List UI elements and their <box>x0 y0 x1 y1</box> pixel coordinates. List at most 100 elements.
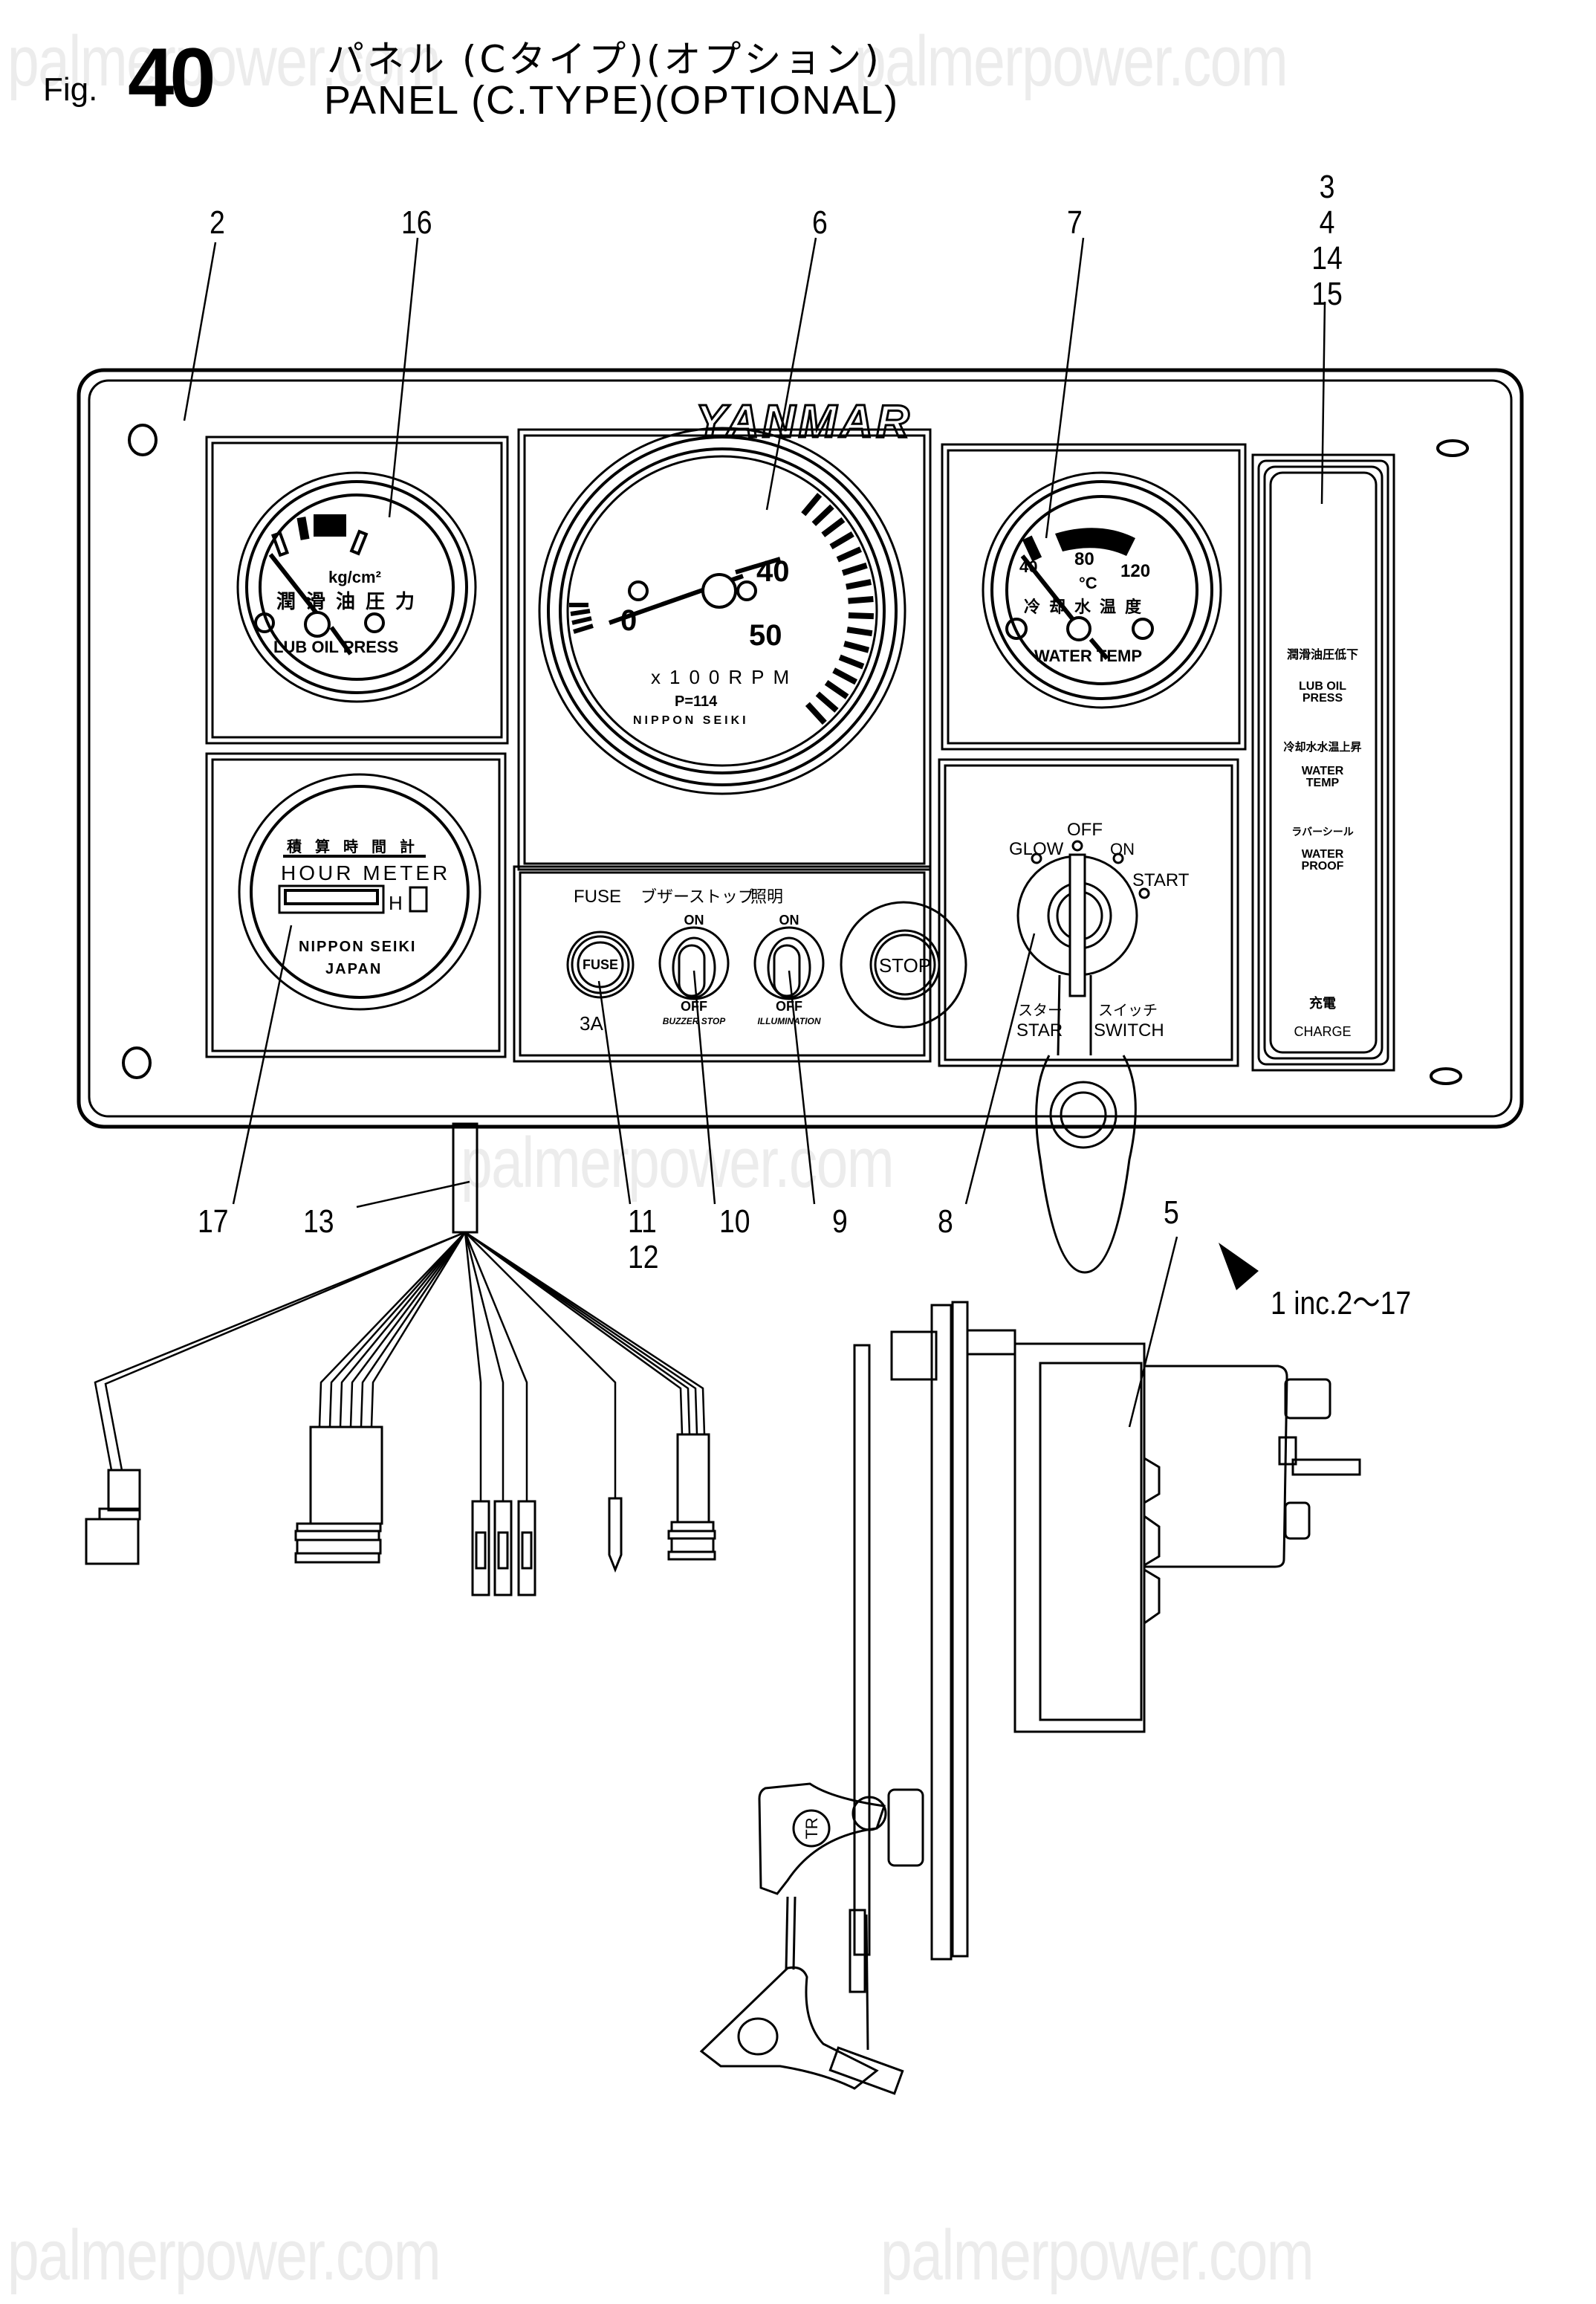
mount-hole <box>122 1046 152 1079</box>
fuse-title: FUSE <box>574 887 621 907</box>
tach-tick-mark <box>801 493 823 517</box>
tach-tick-mark <box>811 504 834 526</box>
wiring-harness <box>85 1122 716 1596</box>
connector-multipin <box>294 1426 383 1564</box>
lamp-lub-en-2: PRESS <box>1303 692 1343 705</box>
temp-label-en: WATER TEMP <box>1034 647 1142 665</box>
harness-wire <box>339 1232 466 1428</box>
tach-tick-mark <box>848 612 875 620</box>
tach-tick-mark <box>843 641 870 653</box>
title-english: PANEL (C.TYPE)(OPTIONAL) <box>324 78 900 123</box>
lamp-water-en-2: TEMP <box>1306 777 1340 789</box>
buzzer-off-label: OFF <box>681 999 707 1014</box>
spade-terminal <box>493 1500 513 1596</box>
spade-terminal <box>517 1500 536 1596</box>
lamp-water-en-1: WATER <box>1302 765 1344 777</box>
buzzer-on-label: ON <box>684 913 704 928</box>
callout-9: 9 <box>832 1203 848 1240</box>
hour-meter-unit: H <box>389 892 403 914</box>
panel-side-view: TR <box>699 1301 1361 2095</box>
starter-jp-left: スター <box>1018 1002 1063 1019</box>
stop-button[interactable]: STOP <box>840 901 967 1029</box>
callout-2: 2 <box>210 204 225 241</box>
illum-on-label: ON <box>779 913 799 928</box>
watermark: palmerpower.com <box>880 2216 1314 2295</box>
tach-tick-0: 0 <box>620 604 637 637</box>
callout-12: 12 <box>628 1239 659 1275</box>
bullet-terminal <box>608 1497 623 1573</box>
hour-meter: 積算時間計 HOUR METER H NIPPON SEIKI JAPAN <box>205 752 507 1058</box>
tach-tick-mark <box>841 562 868 576</box>
callout-13: 13 <box>303 1203 334 1240</box>
temp-label-jp: 冷却水温度 <box>1024 598 1150 616</box>
fuse-rating: 3A <box>580 1012 603 1035</box>
stop-button-label: STOP <box>879 954 931 977</box>
buzzer-title-jp: ブザーストップ <box>640 887 754 906</box>
lamp-seal-en-1: WATER <box>1302 848 1344 861</box>
screw-icon <box>628 580 649 601</box>
temp-tick-120: 120 <box>1120 561 1150 581</box>
assembly-note: 1 inc.2～17 <box>1271 1285 1412 1321</box>
figure-number: 40 <box>128 31 216 124</box>
oil-gauge-label-en: LUB OIL PRESS <box>273 638 398 656</box>
lamp-seal-en-2: PROOF <box>1302 860 1344 873</box>
illum-off-label: OFF <box>776 999 802 1014</box>
harness-wire <box>464 1231 684 1435</box>
water-temp-gauge: 40 80 120 °C 冷却水温度 WATER TEMP <box>941 443 1247 751</box>
harness-wire <box>464 1231 706 1435</box>
harness-wire <box>360 1232 467 1428</box>
harness-wires <box>94 1231 706 1501</box>
buzzer-en-label: BUZZER STOP <box>663 1016 726 1026</box>
watermark: palmerpower.com <box>854 22 1288 101</box>
callout-5: 5 <box>1164 1194 1179 1231</box>
yanmar-logo: YANMAR <box>695 396 912 447</box>
switch-section: FUSE ブザーストップ 照明 FUSE 3A ON OFF BUZZER ST… <box>513 865 967 1063</box>
callout-14: 14 <box>1311 240 1343 276</box>
oil-gauge-unit: kg/cm² <box>328 568 381 586</box>
illumination-switch[interactable]: ON OFF ILLUMINATION <box>753 913 825 1026</box>
harness-wire <box>464 1232 617 1498</box>
hour-meter-label-en: HOUR METER <box>281 861 450 884</box>
key-tr-text: TR <box>802 1817 821 1839</box>
fuse-cap-label: FUSE <box>583 957 618 972</box>
tach-tick-mark <box>821 517 846 537</box>
temp-tick-80: 80 <box>1074 549 1094 569</box>
callout-7: 7 <box>1067 204 1083 241</box>
mount-hole <box>128 424 158 456</box>
tach-tick-mark <box>829 531 854 550</box>
title-japanese: パネル (Cタイプ)(オプション) <box>327 38 882 81</box>
watermark: palmerpower.com <box>7 22 441 101</box>
assembly-arrow-icon <box>1219 1243 1259 1290</box>
lamp-lub-jp: 潤滑油圧低下 <box>1287 647 1358 661</box>
hour-meter-maker: NIPPON SEIKI <box>299 939 416 955</box>
temp-needle <box>1020 554 1077 623</box>
starter-en-right: SWITCH <box>1094 1020 1164 1041</box>
tach-tick-mark <box>838 654 865 670</box>
tach-tick-mark <box>805 702 827 725</box>
callout-8: 8 <box>938 1203 953 1240</box>
lamp-charge-jp: 充電 <box>1309 995 1336 1011</box>
key-switch[interactable] <box>1016 853 1138 1274</box>
callout-stack-3-4-14-15: 3 4 14 15 <box>1302 169 1352 312</box>
buzzer-stop-switch[interactable]: ON OFF BUZZER STOP <box>658 913 730 1026</box>
spade-terminal <box>471 1500 490 1596</box>
temp-tick-40: 40 <box>1019 557 1037 576</box>
hour-meter-label-jp: 積算時間計 <box>287 838 428 855</box>
key-tr-mark <box>792 1809 831 1848</box>
harness-wire <box>464 1232 482 1501</box>
watermark: palmerpower.com <box>7 2216 441 2295</box>
illum-en-label: ILLUMINATION <box>757 1016 820 1026</box>
lamp-charge-en: CHARGE <box>1294 1024 1351 1039</box>
harness-wire <box>349 1232 466 1428</box>
hour-meter-origin: JAPAN <box>325 961 382 977</box>
tachometer: 0 40 50 x100RPM P=114 NIPPON SEIKI <box>517 427 932 871</box>
illumination-title-jp: 照明 <box>750 887 783 906</box>
mount-hole <box>1430 1067 1462 1085</box>
screw-icon <box>1005 618 1028 640</box>
harness-wire <box>464 1232 528 1501</box>
callout-4: 4 <box>1319 204 1335 241</box>
leader-lines <box>183 237 1326 1428</box>
lamp-water-jp: 冷却水水温上昇 <box>1283 740 1361 754</box>
callout-6: 6 <box>812 204 828 241</box>
